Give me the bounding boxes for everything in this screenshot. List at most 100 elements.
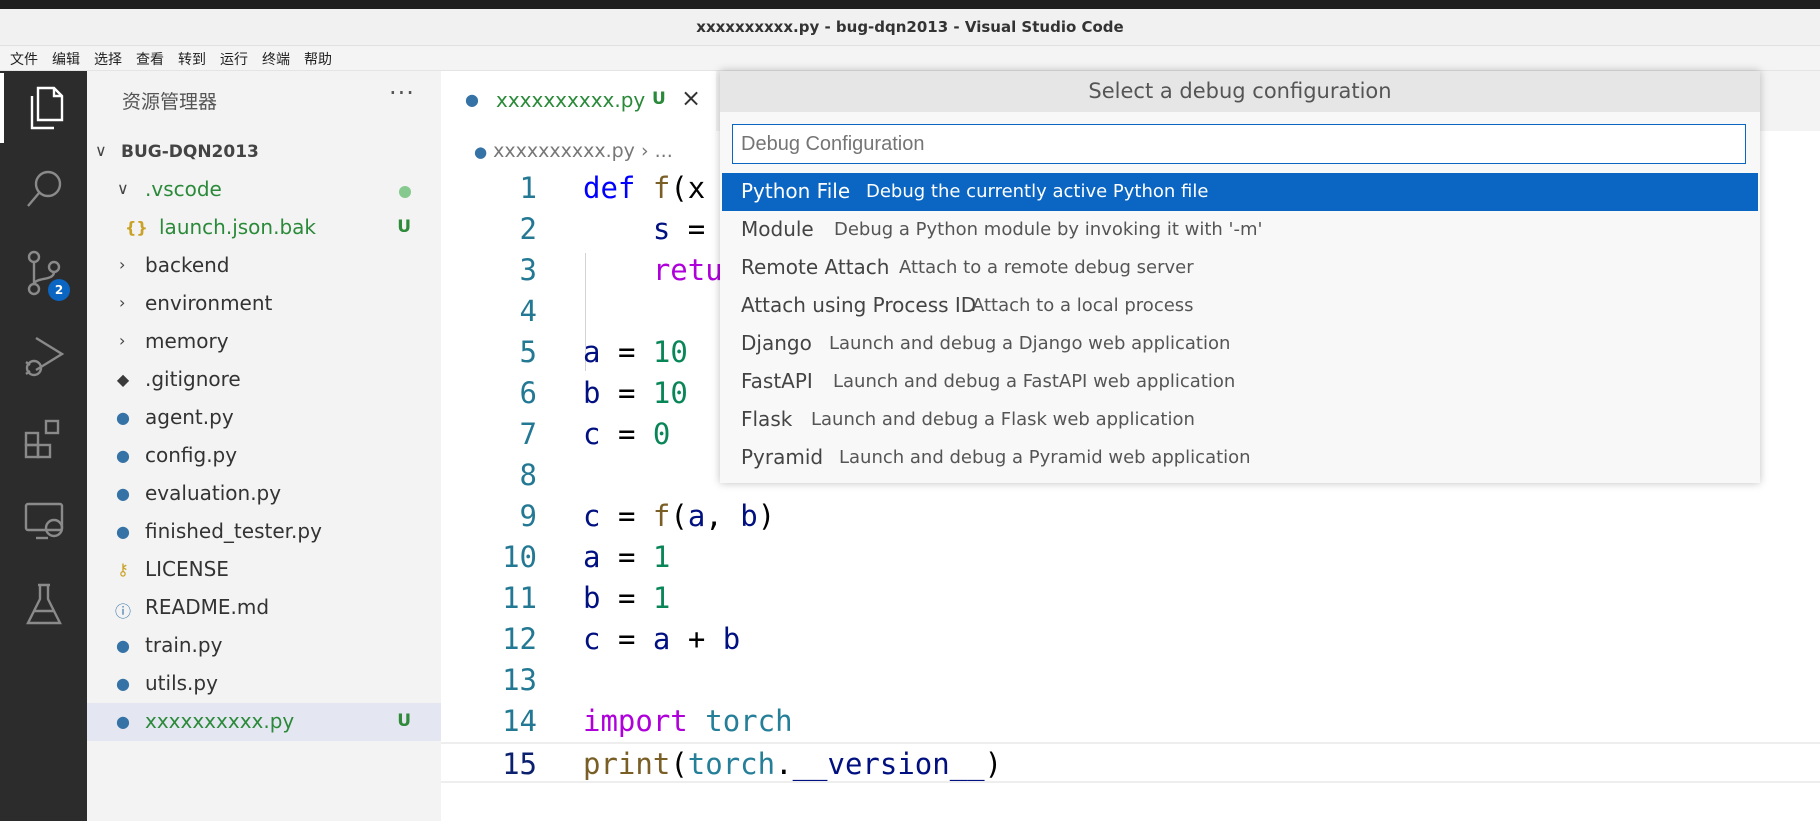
info-icon: ⓘ [114,602,131,621]
code-line-4[interactable]: 4 [441,291,1820,332]
tree-item-environment[interactable]: › environment [87,285,441,323]
tree-item-license[interactable]: ⚷ LICENSE [87,551,441,589]
code-line-9[interactable]: 9 c = f(a, b) [441,496,1820,537]
debug-config-input[interactable] [732,124,1746,164]
menu-terminal[interactable]: 终端 [262,52,290,68]
debug-option-python-file[interactable]: Python File Debug the currently active P… [722,173,1758,211]
tree-item-label: agent.py [145,405,234,429]
breadcrumb-symbols[interactable]: ... [654,140,673,162]
run-debug-icon [24,336,64,377]
debug-option-remote-attach[interactable]: Remote Attach Attach to a remote debug s… [722,249,1758,287]
tree-item-evaluation-py[interactable]: ● evaluation.py [87,475,441,513]
python-file-icon: ● [116,674,130,693]
remote-explorer-activity[interactable] [0,487,87,557]
line-number: 2 [519,212,537,246]
option-description: Launch and debug a FastAPI web applicati… [833,371,1236,392]
breadcrumb-file[interactable]: xxxxxxxxxx.py [493,140,635,162]
more-actions-icon[interactable]: ··· [389,79,415,107]
code-line-3[interactable]: 3 retu [441,250,1820,291]
code-line-8[interactable]: 8 [441,455,1820,496]
option-description: Debug the currently active Python file [866,181,1209,202]
option-label: FastAPI [741,369,813,393]
debug-option-flask[interactable]: Flask Launch and debug a Flask web appli… [722,401,1758,439]
search-activity[interactable] [0,155,87,225]
tree-item-finished-tester-py[interactable]: ● finished_tester.py [87,513,441,551]
code-line-7[interactable]: 7 c = 0 [441,414,1820,455]
option-description: Launch and debug a Flask web application [811,409,1195,430]
line-number: 4 [519,294,537,328]
line-number: 10 [502,540,537,574]
code-line-6[interactable]: 6 b = 10 [441,373,1820,414]
tree-item-backend[interactable]: › backend [87,247,441,285]
tree-item-train-py[interactable]: ● train.py [87,627,441,665]
tree-item-label: backend [145,253,230,277]
tree-item-utils-py[interactable]: ● utils.py [87,665,441,703]
tab-xxxxxxxxxx-py[interactable]: ● xxxxxxxxxx.py U × [441,71,716,131]
python-file-icon: ● [116,446,130,465]
python-file-icon: ● [116,484,130,503]
option-description: Launch and debug a Pyramid web applicati… [839,447,1251,468]
activity-bar: 2 [0,71,87,821]
close-icon[interactable]: × [681,84,702,112]
option-label: Module [741,217,814,241]
chevron-down-icon: ∨ [117,179,129,198]
menu-go[interactable]: 转到 [178,52,206,68]
tab-label: xxxxxxxxxx.py [496,88,646,112]
code-line-11[interactable]: 11 b = 1 [441,578,1820,619]
code-line-15[interactable]: 15 print(torch.__version__) [441,742,1820,783]
code-text: c = f(a, b) [583,499,776,533]
menu-run[interactable]: 运行 [220,52,248,68]
option-label: Attach using Process ID [741,293,977,317]
search-icon [26,170,61,207]
debug-option-attach-process-id[interactable]: Attach using Process ID Attach to a loca… [722,287,1758,325]
tree-item-label: .gitignore [145,367,241,391]
tree-item-agent-py[interactable]: ● agent.py [87,399,441,437]
code-line-10[interactable]: 10 a = 1 [441,537,1820,578]
system-top-bar [0,0,1820,9]
tree-item-config-py[interactable]: ● config.py [87,437,441,475]
menu-edit[interactable]: 编辑 [52,52,80,68]
menu-selection[interactable]: 选择 [94,52,122,68]
line-number: 11 [502,581,537,615]
tree-item-vscode[interactable]: ∨ .vscode [87,171,441,209]
workspace-root[interactable]: ∨ BUG-DQN2013 [87,133,441,171]
tab-untracked-badge: U [652,89,666,109]
files-icon [30,86,63,130]
flask-icon [25,583,62,625]
line-number: 9 [519,499,537,533]
code-text: a = 10 [583,335,688,369]
line-number: 3 [519,253,537,287]
extensions-activity[interactable] [0,404,87,474]
tree-item-readme[interactable]: ⓘ README.md [87,589,441,627]
code-line-12[interactable]: 12 c = a + b [441,619,1820,660]
run-debug-activity[interactable] [0,321,87,391]
tree-item-label: finished_tester.py [145,519,322,543]
code-line-2[interactable]: 2 s = [441,209,1820,250]
menu-help[interactable]: 帮助 [304,52,332,68]
tree-item-gitignore[interactable]: ◆ .gitignore [87,361,441,399]
python-file-icon: ● [116,712,130,731]
line-number: 13 [502,663,537,697]
explorer-activity[interactable] [0,73,87,143]
python-file-icon: ● [116,522,130,541]
debug-option-fastapi[interactable]: FastAPI Launch and debug a FastAPI web a… [722,363,1758,401]
code-line-5[interactable]: 5 a = 10 [441,332,1820,373]
code-line-13[interactable]: 13 [441,660,1820,701]
menu-file[interactable]: 文件 [10,52,38,68]
tree-item-launch-json[interactable]: {} launch.json.bak U [87,209,441,247]
code-line-1[interactable]: 1 def f(x [441,168,1820,209]
source-control-activity[interactable] [0,238,87,308]
debug-option-pyramid[interactable]: Pyramid Launch and debug a Pyramid web a… [722,439,1758,477]
source-control-icon [27,250,60,296]
debug-option-module[interactable]: Module Debug a Python module by invoking… [722,211,1758,249]
line-number: 7 [519,417,537,451]
tree-item-memory[interactable]: › memory [87,323,441,361]
tree-item-label: evaluation.py [145,481,282,505]
debug-option-django[interactable]: Django Launch and debug a Django web app… [722,325,1758,363]
code-line-14[interactable]: 14 import torch [441,701,1820,742]
code-text: c = a + b [583,622,741,656]
tree-item-xxxxxxxxxx-py[interactable]: ● xxxxxxxxxx.py U [87,703,441,741]
testing-activity[interactable] [0,570,87,640]
code-text: print(torch.__version__) [583,747,1003,781]
menu-view[interactable]: 查看 [136,52,164,68]
